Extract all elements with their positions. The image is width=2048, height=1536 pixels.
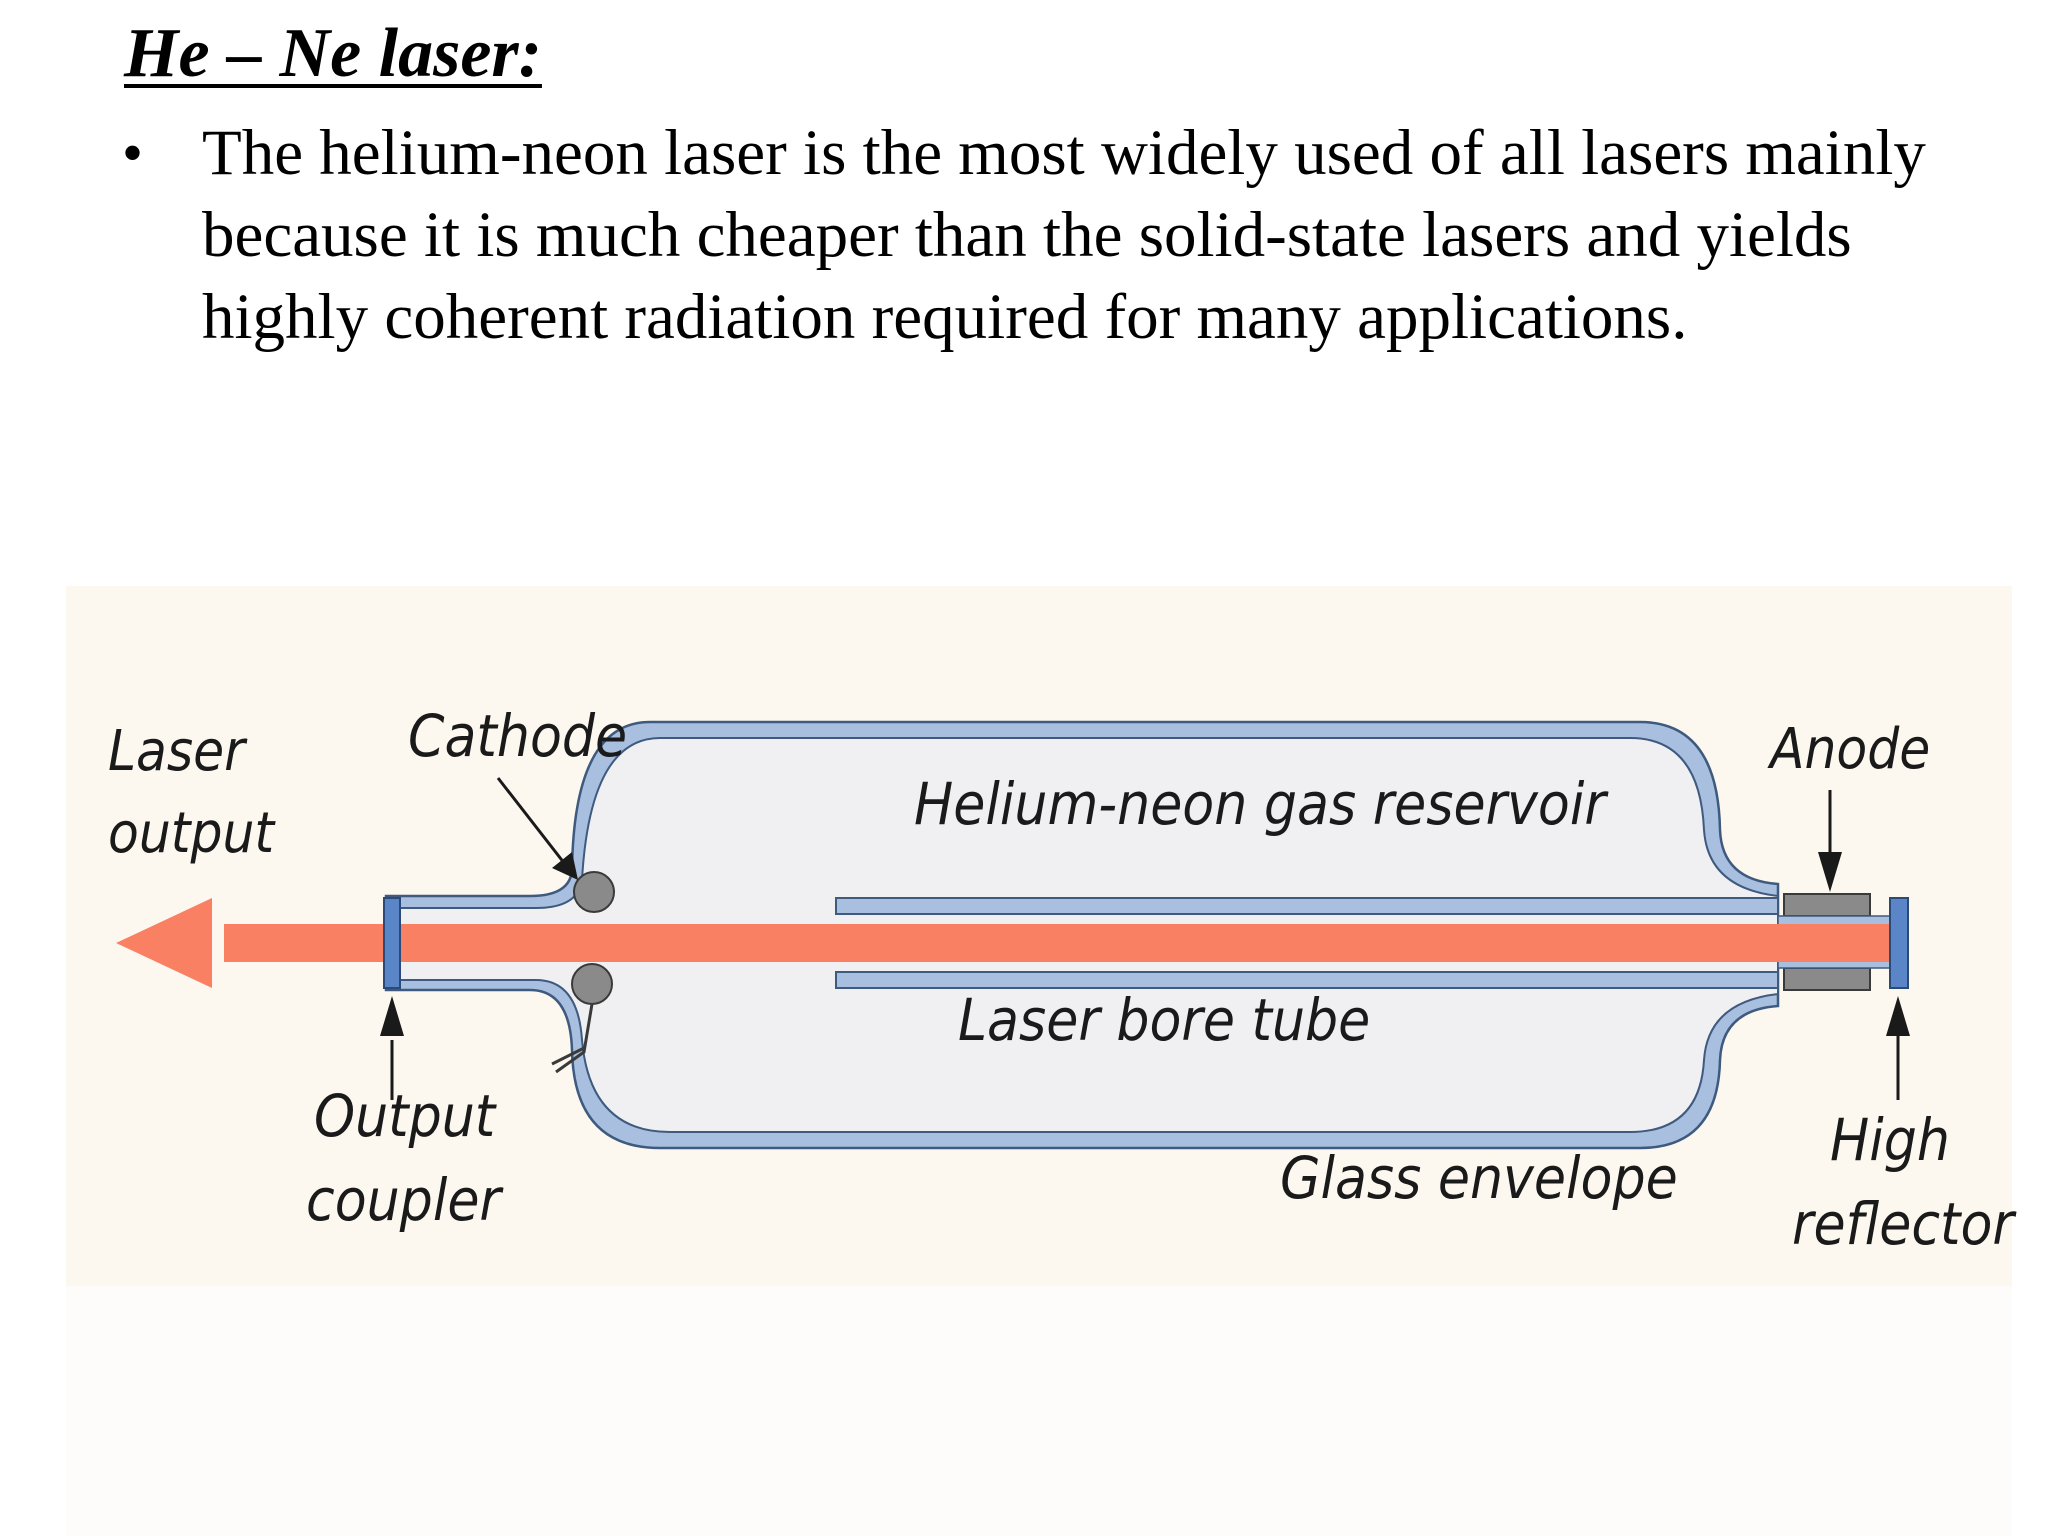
- lower-background: [66, 1286, 2012, 1536]
- cathode-lead-wire-end: [551, 1046, 585, 1066]
- cathode-pointer-line: [496, 777, 570, 869]
- high-reflector-pointer-arrowhead-icon: [1886, 996, 1910, 1036]
- bullet-list: • The helium-neon laser is the most wide…: [120, 112, 1940, 358]
- anode-electrode-bottom: [1783, 967, 1871, 991]
- label-output-coupler-line1: Output: [314, 1082, 498, 1150]
- label-anode: Anode: [1767, 717, 1930, 782]
- label-laser-output-line1: Laser: [108, 719, 248, 784]
- cathode-electrode-bottom: [571, 963, 613, 1005]
- output-coupler-pointer-arrowhead-icon: [380, 996, 404, 1036]
- output-coupler-mirror: [383, 897, 401, 989]
- cathode-lead-wire: [555, 1003, 594, 1074]
- cathode-electrode-top: [573, 871, 615, 913]
- label-gas-reservoir: Helium-neon gas reservoir: [914, 770, 1609, 838]
- label-glass-envelope: Glass envelope: [1280, 1144, 1678, 1212]
- anode-pointer-arrowhead-icon: [1818, 852, 1842, 892]
- label-high-reflector-line1: High: [1830, 1106, 1950, 1174]
- bullet-text: The helium-neon laser is the most widely…: [202, 117, 1926, 353]
- label-high-reflector-line2: reflector: [1792, 1190, 2017, 1258]
- anode-electrode-top: [1783, 893, 1871, 917]
- laser-beam: [394, 924, 1894, 962]
- label-cathode: Cathode: [408, 702, 627, 770]
- label-laser-output-line2: output: [108, 801, 276, 866]
- output-arrowhead-icon: [116, 898, 212, 988]
- cathode-pointer-arrowhead-icon: [552, 852, 578, 880]
- slide-title: He – Ne laser:: [124, 15, 542, 92]
- label-output-coupler-line2: coupler: [306, 1166, 504, 1234]
- label-bore-tube: Laser bore tube: [958, 986, 1370, 1054]
- output-beam: [224, 924, 384, 962]
- bullet-item: • The helium-neon laser is the most wide…: [120, 112, 1940, 358]
- high-reflector-mirror: [1889, 897, 1909, 989]
- bore-tube-bottom-wall: [835, 971, 1779, 989]
- bullet-dot-icon: •: [122, 120, 144, 186]
- bore-tube-top-wall: [835, 897, 1779, 915]
